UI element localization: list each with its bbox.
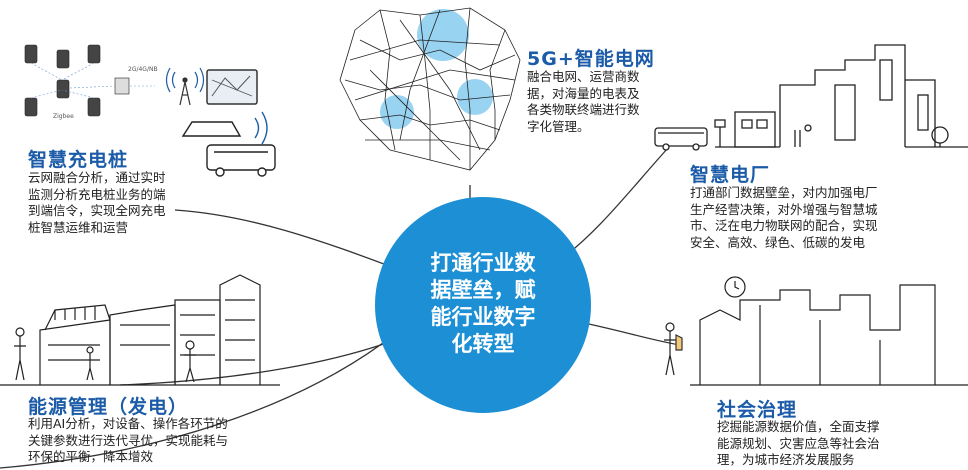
city-skyline-top-right <box>654 44 968 151</box>
plant-desc-line: 安全、高效、绿色、低碳的发电 <box>690 234 866 250</box>
grid-desc-line: 各类物联终端进行数 <box>527 102 640 117</box>
center-line-3: 能行业数字 <box>430 305 536 329</box>
charging-desc-line: 监测分析充电桩业务的端 <box>28 186 166 202</box>
society-desc-line: 挖掘能源数据价值，全面支撑 <box>717 419 880 434</box>
energy-desc-line: 利用AI分析，对设备、操作各环节的 <box>28 416 228 431</box>
plant-title: 智慧电厂 <box>690 164 771 186</box>
network-label: 2G/4G/NB <box>128 66 158 73</box>
society-desc: 挖掘能源数据价值，全面支撑 能源规划、灾害应急等社会治 理，为城市经济发展服务 <box>717 419 947 469</box>
cell-tower-icon <box>165 67 205 106</box>
city-skyline-bottom-left <box>0 274 280 386</box>
society-title: 社会治理 <box>717 399 798 421</box>
grid-desc-line: 据，对海量的电表及 <box>527 85 640 101</box>
city-skyline-bottom-right <box>664 276 968 386</box>
energy-desc-line: 关键参数进行迭代寻优，实现能耗与 <box>28 432 229 448</box>
charging-title: 智慧充电桩 <box>28 149 129 171</box>
iot-device-cluster <box>24 44 155 117</box>
energy-desc: 利用AI分析，对设备、操作各环节的 关键参数进行迭代寻优，实现能耗与 环保的平衡… <box>28 416 288 466</box>
zigbee-label: Zigbee <box>53 113 74 120</box>
energy-desc-line: 环保的平衡，降本增效 <box>28 449 154 464</box>
city-map-graphic <box>339 7 521 171</box>
society-desc-line: 理，为城市经济发展服务 <box>717 452 855 467</box>
plant-desc-line: 打通部门数据壁垒，对内加强电厂 <box>690 185 878 200</box>
charging-desc-line: 云网融合分析，通过实时 <box>28 170 166 185</box>
center-statement: 打通行业数 据壁垒，赋 能行业数字 化转型 <box>398 250 568 358</box>
center-line-1: 打通行业数 <box>430 251 536 275</box>
vehicle-icon <box>181 111 276 177</box>
charging-desc: 云网融合分析，通过实时 监测分析充电桩业务的端 到端信令，实现全网充电 桩智慧运… <box>28 170 198 236</box>
monitor-map-icon <box>206 69 258 105</box>
plant-desc: 打通部门数据壁垒，对内加强电厂 生产经营决策，对外增强与智慧城 市、泛在电力物联… <box>690 185 950 251</box>
charging-desc-line: 桩智慧运维和运营 <box>28 219 129 235</box>
grid-desc-line: 融合电网、运营商数 <box>527 69 640 84</box>
grid-desc-line: 字化管理。 <box>527 118 590 134</box>
plant-desc-line: 市、泛在电力物联网的配合，实现 <box>690 218 878 233</box>
charging-desc-line: 到端信令，实现全网充电 <box>28 203 166 218</box>
center-line-2: 据壁垒，赋 <box>430 278 536 302</box>
center-line-4: 化转型 <box>451 332 515 356</box>
grid-desc: 融合电网、运营商数 据，对海量的电表及 各类物联终端进行数 字化管理。 <box>527 69 667 135</box>
society-desc-line: 能源规划、灾害应急等社会治 <box>717 435 880 451</box>
plant-desc-line: 生产经营决策，对外增强与智慧城 <box>690 201 878 217</box>
grid-title: 5G+智能电网 <box>527 48 655 70</box>
center-circle <box>375 197 591 413</box>
energy-title: 能源管理（发电） <box>28 396 189 418</box>
